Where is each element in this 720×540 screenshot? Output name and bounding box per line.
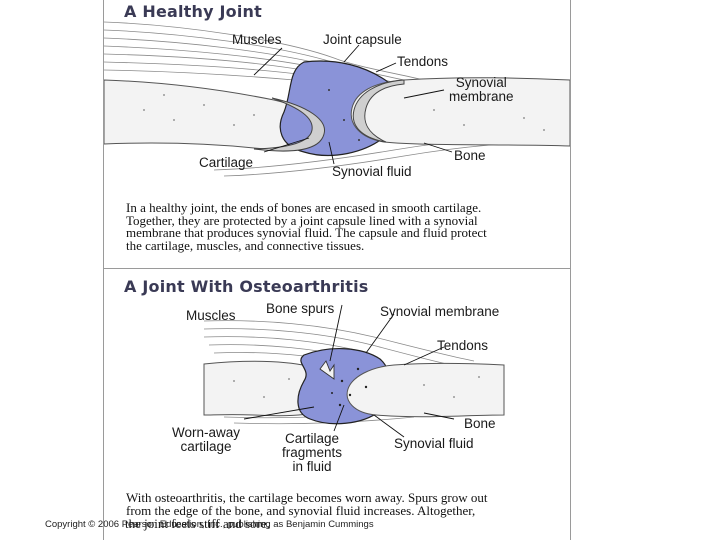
label-synovial-membrane-line2: membrane	[449, 89, 514, 104]
osteo-label-fragments-line1: Cartilage	[285, 431, 340, 446]
label-bone: Bone	[454, 148, 486, 163]
osteo-label-bone: Bone	[464, 416, 496, 431]
right-bone	[350, 77, 570, 147]
label-synovial-membrane: Synovial membrane	[449, 76, 514, 104]
osteo-bone-spurs	[319, 360, 335, 380]
copyright-notice: Copyright © 2006 Pearson Education, Inc.…	[45, 519, 374, 530]
osteo-caption-overlay: the joint feels stiff and sore.	[125, 516, 270, 531]
left-cartilage	[253, 97, 325, 152]
healthy-joint-title: A Healthy Joint	[124, 2, 262, 21]
osteo-caption-line: With osteoarthritis, the cartilage becom…	[126, 490, 488, 505]
osteo-label-muscles: Muscles	[186, 308, 236, 323]
label-synovial-membrane-line1: Synovial	[455, 75, 507, 90]
osteo-bone-texture	[233, 376, 480, 398]
healthy-joint-illustration	[104, 21, 570, 177]
healthy-joint-panel: A Healthy Joint	[103, 0, 571, 269]
osteo-label-bone-spurs: Bone spurs	[266, 301, 335, 316]
leader-lines-bottom	[243, 304, 455, 438]
label-tendons: Tendons	[397, 54, 449, 69]
osteo-label-worn-cartilage: Worn-away cartilage	[172, 426, 240, 454]
osteo-label-synovial-membrane: Synovial membrane	[380, 304, 500, 319]
osteo-joint-illustration	[203, 304, 505, 438]
osteo-right-bone	[346, 363, 505, 418]
osteo-label-worn-cartilage-line2: cartilage	[180, 439, 232, 454]
osteo-caption-line: from the edge of the bone, and synovial …	[126, 502, 476, 518]
osteo-label-fragments-line3: in fluid	[292, 459, 332, 474]
osteo-label-tendons: Tendons	[437, 338, 489, 353]
osteo-joint-title: A Joint With Osteoarthritis	[124, 277, 369, 296]
osteo-label-fragments: Cartilage fragments in fluid	[282, 432, 342, 474]
osteo-caption: With osteoarthritis, the cartilage becom…	[126, 490, 566, 518]
healthy-caption-line: the cartilage, muscles, and connective t…	[126, 237, 365, 253]
label-joint-capsule: Joint capsule	[323, 32, 402, 47]
healthy-caption-line: In a healthy joint, the ends of bones ar…	[126, 200, 482, 215]
cartilage-fragments	[331, 367, 368, 407]
healthy-caption: In a healthy joint, the ends of bones ar…	[126, 200, 566, 253]
bone-texture	[143, 89, 545, 141]
label-muscles: Muscles	[232, 32, 282, 47]
osteo-label-worn-cartilage-line1: Worn-away	[172, 425, 241, 440]
label-cartilage: Cartilage	[199, 155, 254, 170]
healthy-caption-line: Together, they are protected by a joint …	[126, 212, 478, 228]
osteo-joint-panel: A Joint With Osteoarthritis	[103, 269, 571, 540]
healthy-caption-line: membrane that produces synovial fluid. T…	[126, 225, 487, 240]
leader-lines-top	[253, 44, 453, 165]
osteo-label-synovial-fluid: Synovial fluid	[394, 436, 474, 451]
osteo-label-fragments-line2: fragments	[282, 445, 343, 460]
right-cartilage	[352, 79, 405, 143]
label-synovial-fluid: Synovial fluid	[332, 164, 412, 179]
